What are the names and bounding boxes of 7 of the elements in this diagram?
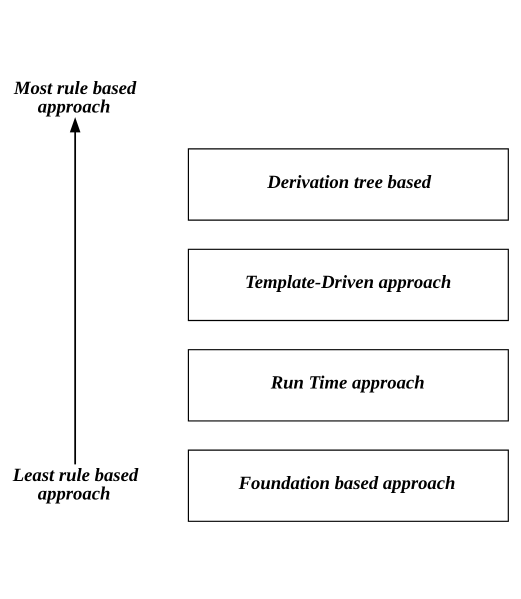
node-box: Derivation tree based: [188, 148, 509, 221]
node-text: Most rule based approach: [14, 78, 136, 118]
node-box: Run Time approach: [188, 349, 509, 422]
node-text: Least rule based approach: [12, 464, 138, 504]
node-box: Foundation based approach: [188, 450, 509, 522]
arrow: [70, 117, 80, 464]
node-box: Template-Driven approach: [188, 248, 509, 322]
